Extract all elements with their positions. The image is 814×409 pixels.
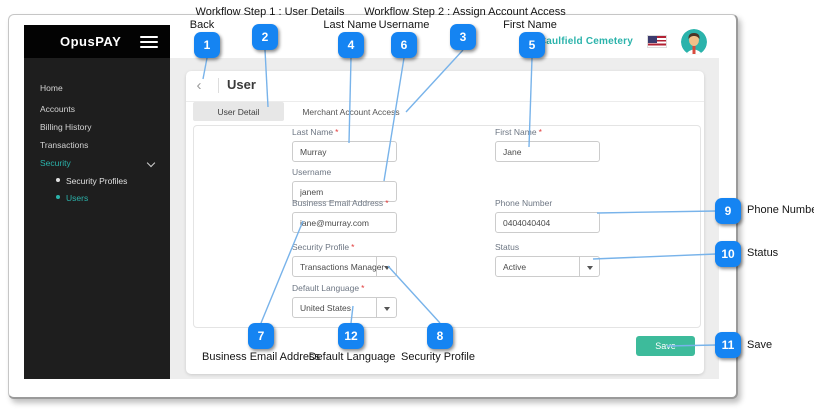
field-label: Status [495, 242, 520, 252]
back-button[interactable]: ‹ [196, 77, 202, 94]
annotation-workflow-step-2: Workflow Step 2 : Assign Account Access [364, 6, 566, 18]
field-business-email: Business Email Address* [292, 198, 397, 233]
field-first-name: First Name* [495, 127, 600, 162]
annotation-security-profile: Security Profile [401, 351, 475, 363]
callout-6-username: 6 [391, 32, 417, 58]
field-security-profile: Security Profile* Transactions Manager [292, 242, 397, 277]
caret-down-icon [384, 307, 390, 311]
sidebar-item-security-profiles[interactable]: Security Profiles [56, 176, 128, 186]
user-avatar[interactable] [681, 28, 707, 55]
bullet-icon [56, 195, 60, 199]
status-select[interactable]: Active [495, 256, 600, 277]
annotation-workflow-step-1: Workflow Step 1 : User Details [195, 6, 345, 18]
required-marker: * [361, 283, 365, 293]
divider [579, 257, 580, 276]
sidebar-item-security[interactable]: Security [40, 158, 71, 168]
required-marker: * [385, 198, 389, 208]
field-label: Security Profile* [292, 242, 355, 252]
callout-5-first-name: 5 [519, 32, 545, 58]
page-title: User [227, 77, 256, 92]
hamburger-menu-icon[interactable] [140, 35, 158, 48]
annotation-first-name: First Name [503, 19, 557, 31]
username-input[interactable] [292, 181, 397, 202]
sidebar: OpusPAY Home Accounts Billing History Tr… [24, 25, 170, 379]
field-label: Last Name* [292, 127, 339, 137]
field-phone-number: Phone Number [495, 198, 600, 233]
tab-merchant-account-access[interactable]: Merchant Account Access [302, 106, 400, 117]
caret-down-icon [384, 266, 390, 270]
annotation-status: Status [747, 247, 779, 259]
callout-3-workflow-step-2: 3 [450, 24, 476, 50]
sidebar-item-label: Users [66, 193, 89, 203]
caret-down-icon [587, 266, 593, 270]
merchant-name: Caulfield Cemetery [538, 36, 633, 47]
field-default-language: Default Language* United States [292, 283, 397, 318]
annotation-back: Back [189, 19, 215, 31]
field-label: First Name* [495, 127, 542, 137]
sidebar-item-transactions[interactable]: Transactions [40, 140, 89, 150]
field-label: Username [292, 167, 332, 177]
last-name-input[interactable] [292, 141, 397, 162]
sidebar-logo-bar: OpusPAY [24, 25, 170, 58]
divider [376, 257, 377, 276]
divider [376, 298, 377, 317]
tab-user-detail[interactable]: User Detail [193, 102, 284, 121]
selected-value: United States [300, 302, 352, 313]
selected-value: Transactions Manager [300, 261, 385, 272]
sidebar-item-users[interactable]: Users [56, 193, 89, 203]
callout-9-phone-number: 9 [715, 198, 741, 224]
field-label: Phone Number [495, 198, 553, 208]
us-flag-icon[interactable] [647, 35, 667, 48]
callout-4-last-name: 4 [338, 32, 364, 58]
annotation-default-language: Default Language [308, 351, 396, 363]
annotation-save: Save [747, 339, 773, 351]
sidebar-item-accounts[interactable]: Accounts [40, 104, 75, 114]
sidebar-item-billing-history[interactable]: Billing History [40, 122, 92, 132]
phone-number-input[interactable] [495, 212, 600, 233]
annotation-phone-number: Phone Number [747, 204, 814, 216]
default-language-select[interactable]: United States [292, 297, 397, 318]
field-last-name: Last Name* [292, 127, 397, 162]
field-label: Default Language* [292, 283, 365, 293]
callout-8-security-profile: 8 [427, 323, 453, 349]
chevron-down-icon[interactable] [148, 160, 155, 167]
field-username: Username [292, 167, 397, 202]
callout-1-back: 1 [194, 32, 220, 58]
user-detail-form: Last Name* Username Business Email Addre… [193, 125, 701, 328]
first-name-input[interactable] [495, 141, 600, 162]
save-button[interactable]: Save [636, 336, 695, 356]
required-marker: * [538, 127, 542, 137]
screenshot-frame: OpusPAY Home Accounts Billing History Tr… [8, 14, 738, 399]
callout-7-business-email: 7 [248, 323, 274, 349]
selected-value: Active [503, 261, 527, 272]
annotation-last-name: Last Name [323, 19, 377, 31]
app-logo: OpusPAY [60, 34, 122, 49]
sidebar-item-label: Security Profiles [66, 176, 128, 186]
app-screenshot: OpusPAY Home Accounts Billing History Tr… [24, 25, 719, 379]
sidebar-item-home[interactable]: Home [40, 83, 63, 93]
callout-11-save: 11 [715, 332, 741, 358]
required-marker: * [335, 127, 339, 137]
bullet-icon [56, 178, 60, 182]
annotation-username: Username [378, 19, 430, 31]
field-status: Status Active [495, 242, 600, 277]
annotation-business-email: Business Email Address [202, 351, 320, 363]
divider [218, 78, 219, 93]
business-email-input[interactable] [292, 212, 397, 233]
callout-2-workflow-step-1: 2 [252, 24, 278, 50]
field-label: Business Email Address* [292, 198, 389, 208]
required-marker: * [351, 242, 355, 252]
callout-12-default-language: 12 [338, 323, 364, 349]
security-profile-select[interactable]: Transactions Manager [292, 256, 397, 277]
callout-10-status: 10 [715, 241, 741, 267]
